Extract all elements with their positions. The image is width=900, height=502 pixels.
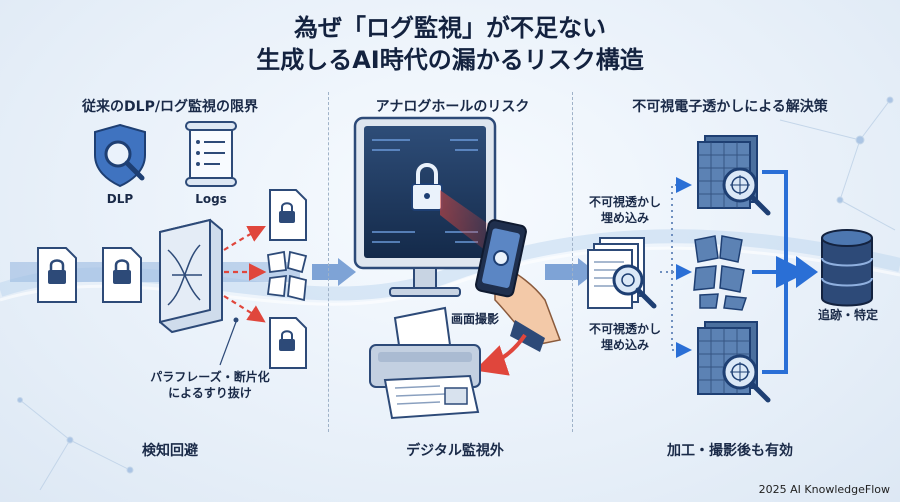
- screenshot-label: 画面撮影: [450, 312, 499, 326]
- embed-bottom-label-1: 不可視透かし: [588, 322, 661, 336]
- magnifier-target-icon: [722, 167, 771, 216]
- embed-bottom-label-2: 埋め込み: [600, 338, 649, 352]
- result-label: 追跡・特定: [817, 308, 878, 322]
- branch-lines: [660, 177, 692, 358]
- dlp-label: DLP: [106, 192, 134, 206]
- logs-label: Logs: [195, 192, 227, 206]
- middle-footer: デジタル監視外: [406, 443, 504, 459]
- document-lock-icon: [102, 247, 142, 303]
- document-lock-icon: [269, 189, 307, 241]
- log-scroll-icon: [185, 121, 237, 187]
- section-divider: [328, 92, 329, 432]
- embed-top-label-1: 不可視透かし: [588, 195, 661, 209]
- filter-funnel-icon: [159, 218, 223, 334]
- bypass-arrows: [223, 226, 267, 323]
- document-lock-icon: [37, 247, 77, 303]
- converge-arrows: [752, 170, 808, 374]
- smartphone-camera-icon: [475, 219, 562, 352]
- fragmented-document-icon: [693, 235, 748, 311]
- copyright: 2025 AI KnowledgeFlow: [758, 483, 890, 496]
- database-icon: [821, 229, 873, 307]
- bypass-label-1: パラフレーズ・断片化: [150, 370, 270, 384]
- title-line-1: 為ぜ「ログ監視」が不足ない: [294, 14, 606, 42]
- network-decoration: [17, 96, 896, 491]
- left-section-heading: 従来のDLP/ログ監視の限界: [82, 99, 258, 115]
- left-footer: 検知回避: [142, 443, 198, 459]
- right-section-heading: 不可視電子透かしによる解決策: [632, 99, 828, 115]
- section-divider: [572, 92, 573, 432]
- document-lock-icon: [269, 317, 307, 369]
- printer-icon: [369, 306, 481, 420]
- embed-top-label-2: 埋め込み: [600, 211, 649, 225]
- shield-magnifier-icon: [94, 123, 146, 188]
- middle-section-heading: アナログホールのリスク: [375, 99, 530, 115]
- magnifier-target-icon: [722, 354, 771, 403]
- right-footer: 加工・撮影後も有効: [667, 443, 793, 459]
- magnifier-target-icon: [612, 264, 657, 309]
- title-line-2: 生成しるAI時代の漏かるリスク構造: [256, 46, 644, 74]
- bypass-label-2: によるすり抜け: [168, 386, 252, 400]
- fragmented-document-icon: [266, 250, 308, 302]
